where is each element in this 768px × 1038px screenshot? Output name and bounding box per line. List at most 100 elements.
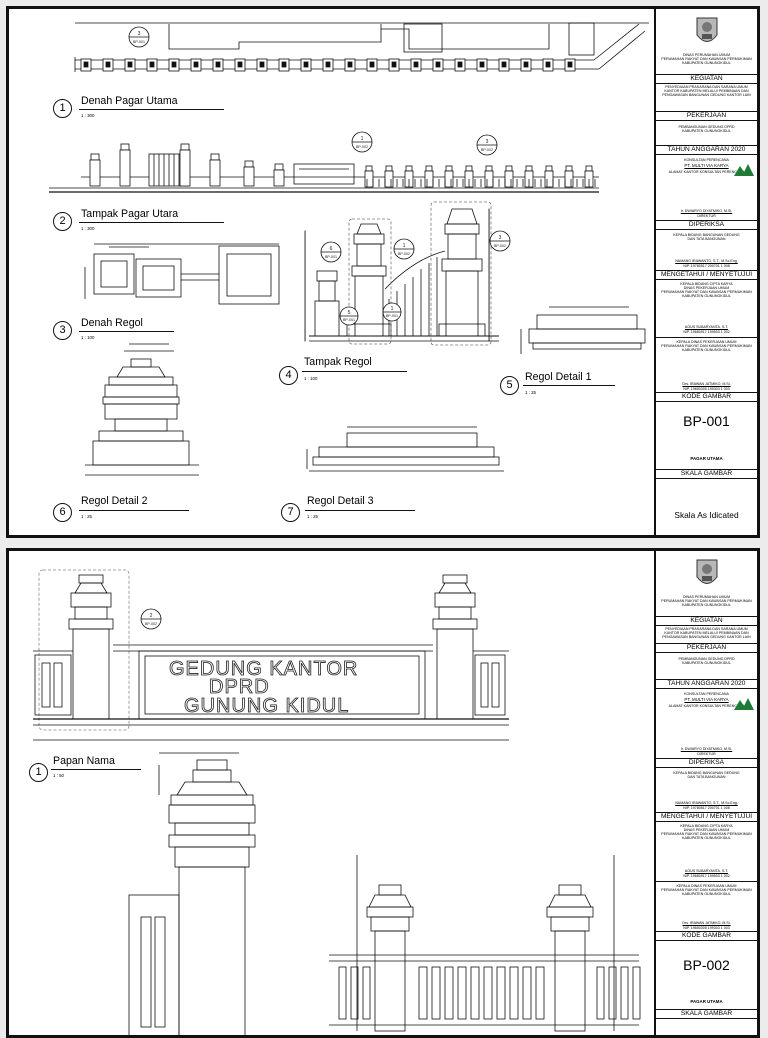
- kepala-nip: NIP. 19650305 199303 1 003: [656, 926, 757, 930]
- regol-elevation-drawing: [305, 202, 499, 345]
- view-title: Tampak Regol: [304, 356, 372, 368]
- kepala-name: Drs. IRAWAN JATMIKO, M.Si.: [656, 921, 757, 925]
- callout-number: 1: [391, 306, 394, 312]
- section-callout: 1 BP-001: [383, 303, 401, 321]
- fence-elevation-drawing: [49, 154, 599, 192]
- sign-text-line-3: GUNUNG KIDUL: [184, 695, 349, 717]
- title-block: DINAS PERUMAHAN UMUM PERUMAHAN RAKYAT DA…: [654, 551, 757, 1035]
- pekerjaan-label: PEKERJAAN: [656, 111, 757, 121]
- kepala-role: KABUPATEN GUNUNGKIDUL: [656, 892, 757, 896]
- callout-ref: BP-001: [133, 40, 145, 44]
- planner-role: DIREKTUR: [656, 214, 757, 218]
- tahun-anggaran: TAHUN ANGGARAN 2020: [656, 145, 757, 155]
- view-title: Regol Detail 2: [81, 495, 148, 507]
- callout-number: 3: [499, 235, 502, 241]
- section-callout: 5 BP-001: [340, 307, 358, 325]
- drawing-name: PAGAR UTAMA: [656, 456, 757, 461]
- callout-number: 1: [361, 136, 364, 142]
- diperiksa-label: DIPERIKSA: [656, 758, 757, 768]
- kepala-role: KABUPATEN GUNUNGKIDUL: [656, 348, 757, 352]
- skala-gambar-label: SKALA GAMBAR: [656, 469, 757, 479]
- title-block: DINAS PERUMAHAN UMUM PERUMAHAN RAKYAT DA…: [654, 9, 757, 535]
- drawing-area-bp-002: GEDUNG KANTOR DPRD GUNUNG KIDUL 2 BP-002: [9, 551, 652, 1035]
- mengetahui-label: MENGETAHUI / MENYETUJUI: [656, 270, 757, 280]
- kepala-nip: NIP. 19650305 199303 1 003: [656, 387, 757, 391]
- view-title: Denah Regol: [81, 317, 143, 329]
- agency-line: KABUPATEN GUNUNGKIDUL: [656, 603, 757, 607]
- callout-number: 6: [330, 246, 333, 252]
- drawing-code: BP-002: [656, 957, 757, 973]
- section-callout: 6 BP-001: [321, 242, 341, 262]
- callout-number: 3: [138, 31, 141, 37]
- regol-detail-2-drawing: [85, 344, 199, 475]
- emblem-logo: [656, 15, 757, 49]
- view-number: 2: [53, 212, 72, 231]
- emblem-logo: [656, 557, 757, 591]
- pekerjaan-line: KABUPATEN GUNUNGKIDUL: [656, 661, 757, 665]
- planner-name: Ir. DWIARYO DIYATMIKO, M.Si.: [656, 747, 757, 751]
- mengetahui-nip: NIP. 19680917 199503 1 002: [656, 330, 757, 334]
- agency-line: KABUPATEN GUNUNGKIDUL: [656, 61, 757, 65]
- section-callout: 3 BP-001: [129, 27, 149, 47]
- regol-plan-drawing: [85, 244, 279, 304]
- section-callout: 2 BP-002: [141, 609, 161, 629]
- section-callout: 3 BP-002: [477, 135, 497, 155]
- tahun-anggaran: TAHUN ANGGARAN 2020: [656, 679, 757, 689]
- konsultan-label: KONSULTAN PERENCANA: [656, 158, 757, 162]
- diperiksa-nip: NIP. 19780517 200701 1 008: [656, 264, 757, 268]
- view-scale: 1 : 100: [304, 376, 317, 381]
- fence-plan-drawing: [75, 23, 649, 72]
- mengetahui-label: MENGETAHUI / MENYETUJUI: [656, 812, 757, 822]
- regol-detail-3-drawing: [307, 427, 504, 471]
- callout-ref: BP-001: [386, 314, 398, 318]
- drawing-scale: Skala As Idicated: [656, 511, 757, 521]
- consultant-logo: [734, 697, 753, 715]
- consultant-logo: [734, 163, 753, 181]
- view-scale: 1 : 50: [53, 773, 64, 778]
- callout-number: 5: [348, 310, 351, 316]
- view-number: 7: [281, 503, 300, 522]
- kode-gambar-label: KODE GAMBAR: [656, 392, 757, 402]
- view-number: 3: [53, 321, 72, 340]
- view-scale: 1 : 300: [81, 226, 94, 231]
- konsultan-label: KONSULTAN PERENCANA: [656, 692, 757, 696]
- section-callout: 1 BP-002: [394, 239, 414, 259]
- view-number: 4: [279, 366, 298, 385]
- view-number: 6: [53, 503, 72, 522]
- view-title: Denah Pagar Utama: [81, 95, 178, 107]
- callout-ref: BP-001: [343, 318, 355, 322]
- kegiatan-label: KEGIATAN: [656, 616, 757, 626]
- callout-ref: BP-001: [325, 255, 337, 259]
- skala-gambar-label: SKALA GAMBAR: [656, 1009, 757, 1019]
- section-callout: 1 BP-002: [352, 132, 372, 152]
- mengetahui-nip: NIP. 19680917 199503 1 002: [656, 874, 757, 878]
- diperiksa-name: NAMANG IRAWANTO, S.T., M.Sc.Eng.: [656, 801, 757, 805]
- callout-ref: BP-002: [398, 252, 410, 256]
- mengetahui-name: AGUS SUBARYANTA, S.T.: [656, 869, 757, 873]
- callout-ref: BP-002: [494, 244, 506, 248]
- diperiksa-label: DIPERIKSA: [656, 220, 757, 230]
- view-scale: 1 : 100: [81, 335, 94, 340]
- kepala-name: Drs. IRAWAN JATMIKO, M.Si.: [656, 382, 757, 386]
- mengetahui-role: KABUPATEN GUNUNGKIDUL: [656, 294, 757, 298]
- section-callout: 3 BP-002: [490, 231, 510, 251]
- view-title: Papan Nama: [53, 755, 115, 767]
- view-scale: 1 : 25: [307, 514, 318, 519]
- diperiksa-name: NAMANG IRAWANTO, S.T., M.Sc.Eng.: [656, 259, 757, 263]
- kegiatan-label: KEGIATAN: [656, 74, 757, 84]
- view-scale: 1 : 25: [525, 390, 536, 395]
- view-number: 1: [29, 763, 48, 782]
- drawing-code: BP-001: [656, 413, 757, 429]
- drawing-area-bp-001: 3 BP-001 1 BP-002 3 BP-002 6 BP-001: [9, 9, 652, 535]
- callout-ref: BP-002: [145, 622, 157, 626]
- callout-number: 2: [150, 613, 153, 619]
- view-scale: 1 : 300: [81, 113, 94, 118]
- callout-number: 3: [486, 139, 489, 145]
- drawing-sheet-bp-002: GEDUNG KANTOR DPRD GUNUNG KIDUL 2 BP-002: [6, 548, 760, 1038]
- view-title: Regol Detail 3: [307, 495, 374, 507]
- view-scale: 1 : 25: [81, 514, 92, 519]
- callout-number: 1: [403, 243, 406, 249]
- fence-rail-bars: [339, 967, 640, 1019]
- diperiksa-nip: NIP. 19780517 200701 1 008: [656, 806, 757, 810]
- drawing-sheet-bp-001: 3 BP-001 1 BP-002 3 BP-002 6 BP-001: [6, 6, 760, 538]
